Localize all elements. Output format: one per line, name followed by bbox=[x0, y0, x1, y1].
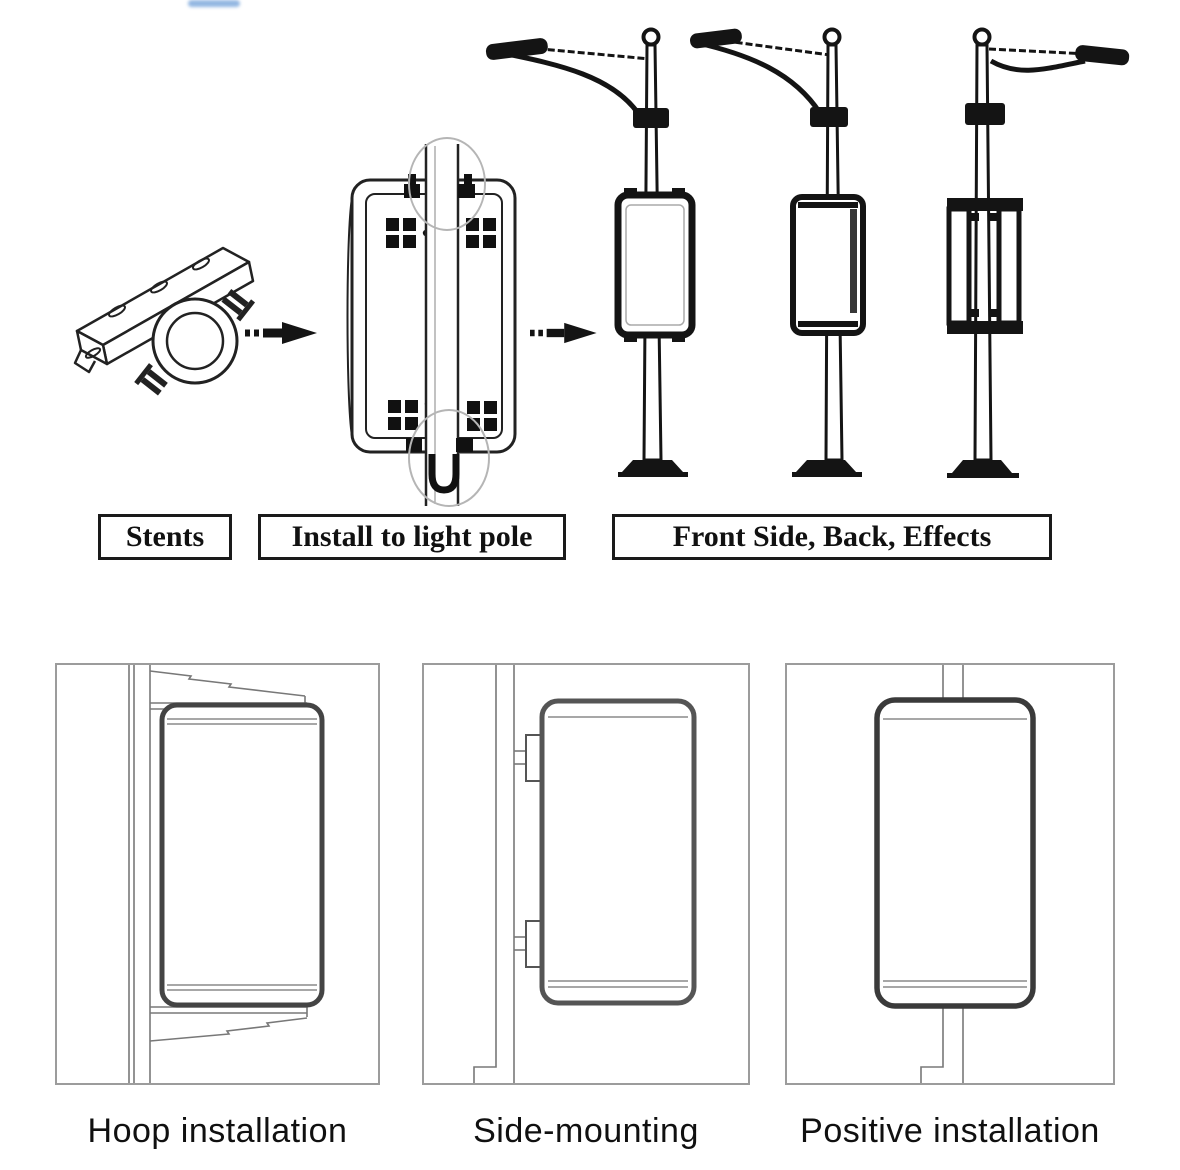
step-label-stents-text: Stents bbox=[125, 520, 205, 553]
step-label-install: Install to light pole bbox=[258, 514, 566, 560]
clamp-bolts-icon bbox=[404, 174, 475, 452]
mount-label-hoop-text: Hoop installation bbox=[87, 1112, 348, 1150]
step-label-install-text: Install to light pole bbox=[291, 520, 533, 553]
mount-label-positive: Positive installation bbox=[785, 1112, 1115, 1151]
controller-back-drawing bbox=[346, 137, 517, 507]
step-label-stents: Stents bbox=[98, 514, 232, 560]
step-label-effects-text: Front Side, Back, Effects bbox=[672, 520, 992, 553]
side-mounting-panel bbox=[422, 663, 750, 1085]
step-label-effects: Front Side, Back, Effects bbox=[612, 514, 1052, 560]
mount-label-side-text: Side-mounting bbox=[473, 1112, 699, 1150]
streetlight-pole-back-drawing bbox=[690, 27, 866, 477]
flow-arrow-icon bbox=[245, 322, 317, 344]
mount-label-hoop: Hoop installation bbox=[55, 1112, 380, 1151]
mount-label-side: Side-mounting bbox=[422, 1112, 750, 1151]
side-mounting-drawing bbox=[473, 665, 697, 1083]
vent-grid-icon bbox=[386, 218, 497, 431]
positive-installation-panel bbox=[785, 663, 1115, 1085]
streetlight-pole-front-drawing bbox=[485, 27, 696, 477]
positive-installation-drawing bbox=[874, 665, 1036, 1083]
flow-arrow-icon bbox=[530, 322, 597, 344]
pipe-clamp-icon bbox=[134, 288, 256, 396]
hoop-installation-panel bbox=[55, 663, 380, 1085]
mount-label-positive-text: Positive installation bbox=[800, 1112, 1100, 1150]
hoop-installation-drawing bbox=[128, 665, 325, 1083]
streetlight-pole-side-drawing bbox=[946, 27, 1130, 478]
stents-bracket-drawing bbox=[73, 246, 256, 396]
blue-artifact bbox=[188, 0, 240, 7]
